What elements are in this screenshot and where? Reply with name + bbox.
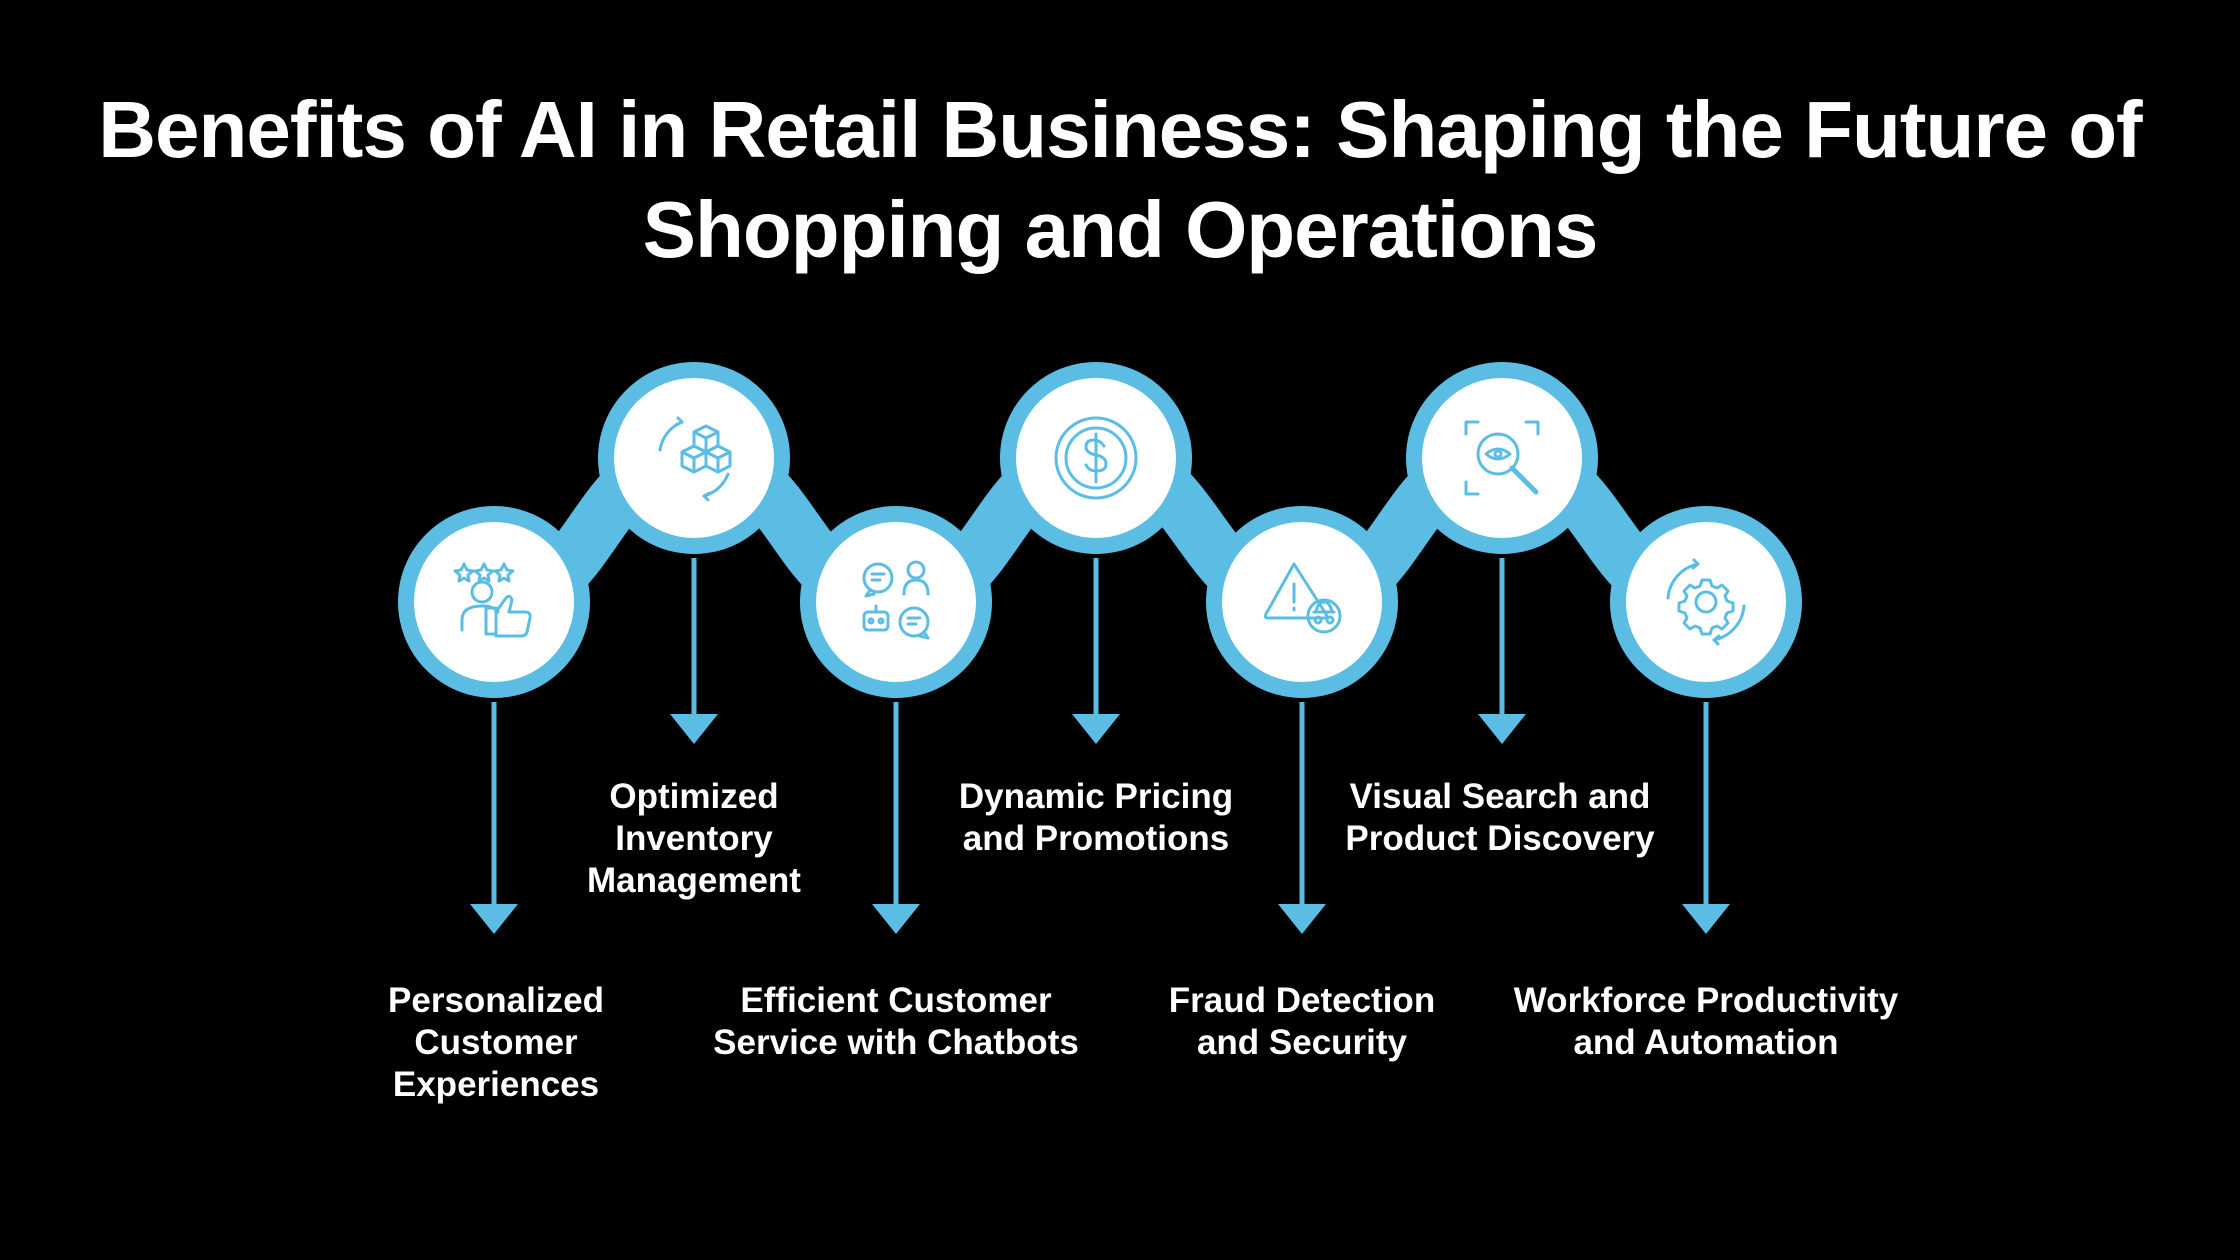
arrow-2 — [670, 558, 718, 744]
arrow-5 — [1278, 702, 1326, 934]
gear-cycle-icon — [1666, 558, 1746, 646]
chatbot-icon — [862, 560, 930, 640]
step-label-2: Optimized Inventory Management — [587, 777, 801, 900]
dollar-coin-icon — [1054, 416, 1138, 500]
boxes-cycle-icon — [658, 416, 732, 502]
page-title: Benefits of AI in Retail Business: Shapi… — [98, 85, 2142, 274]
step-label-7: Workforce Productivity and Automation — [1513, 981, 1899, 1062]
arrow-1 — [470, 702, 518, 934]
arrow-4 — [1072, 558, 1120, 744]
step-node-3 — [800, 506, 992, 698]
step-node-7 — [1610, 506, 1802, 698]
visual-search-icon — [1464, 420, 1540, 496]
arrow-7 — [1682, 702, 1730, 934]
thumbs-up-rating-icon — [453, 562, 532, 638]
step-node-2 — [598, 362, 790, 554]
step-node-1 — [398, 506, 590, 698]
step-label-5: Fraud Detection and Security — [1168, 981, 1436, 1062]
step-node-4 — [1000, 362, 1192, 554]
arrow-3 — [872, 702, 920, 934]
warning-spy-icon — [1263, 562, 1342, 634]
step-label-3: Efficient Customer Service with Chatbots — [713, 981, 1079, 1062]
step-label-4: Dynamic Pricing and Promotions — [958, 777, 1234, 858]
arrow-6 — [1478, 558, 1526, 744]
step-node-5 — [1206, 506, 1398, 698]
step-node-6 — [1406, 362, 1598, 554]
step-label-6: Visual Search and Product Discovery — [1345, 777, 1655, 858]
step-label-1: Personalized Customer Experiences — [388, 981, 604, 1104]
